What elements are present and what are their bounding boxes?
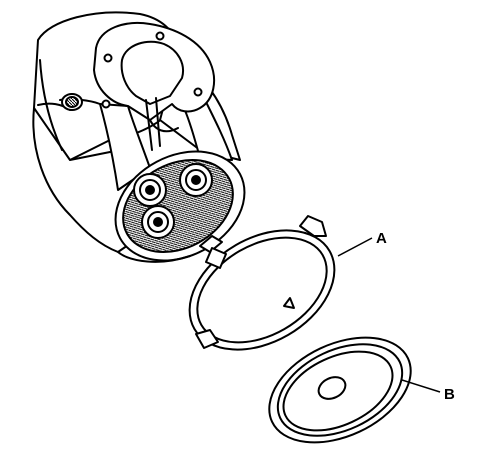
part-b-cover-seal bbox=[268, 336, 412, 444]
flange-cutout bbox=[120, 40, 184, 105]
ring-tab-top bbox=[299, 215, 327, 237]
center-rod bbox=[145, 97, 161, 151]
bore-top-left bbox=[133, 173, 167, 207]
callout-b: B bbox=[401, 379, 455, 403]
callout-a-label: A bbox=[376, 230, 387, 247]
ring-inner bbox=[196, 236, 328, 344]
threaded-port-inner bbox=[65, 96, 79, 108]
bolt-hole bbox=[103, 53, 113, 63]
ring-lug-left bbox=[205, 247, 227, 269]
bore-top-right bbox=[179, 163, 213, 197]
callout-a-leader bbox=[337, 237, 373, 257]
callout-b-label: B bbox=[444, 386, 455, 403]
ring-lug-bottom bbox=[195, 329, 219, 349]
part-a-retainer-ring bbox=[188, 215, 336, 351]
bolt-hole bbox=[193, 87, 203, 97]
mounting-flange bbox=[93, 22, 216, 151]
housing-face-line bbox=[39, 59, 63, 151]
face-tab bbox=[199, 235, 223, 253]
seal-center bbox=[317, 376, 347, 400]
face-lower-lip bbox=[117, 251, 191, 263]
callout-a: A bbox=[337, 230, 387, 257]
ring-inner-tab bbox=[283, 297, 295, 309]
ring-outer bbox=[188, 229, 336, 351]
front-face bbox=[114, 150, 246, 263]
bore-bottom bbox=[141, 205, 175, 239]
bolt-hole bbox=[101, 99, 111, 109]
bolt-hole bbox=[155, 31, 165, 41]
link-arm bbox=[149, 119, 179, 133]
callout-b-leader bbox=[401, 379, 441, 393]
